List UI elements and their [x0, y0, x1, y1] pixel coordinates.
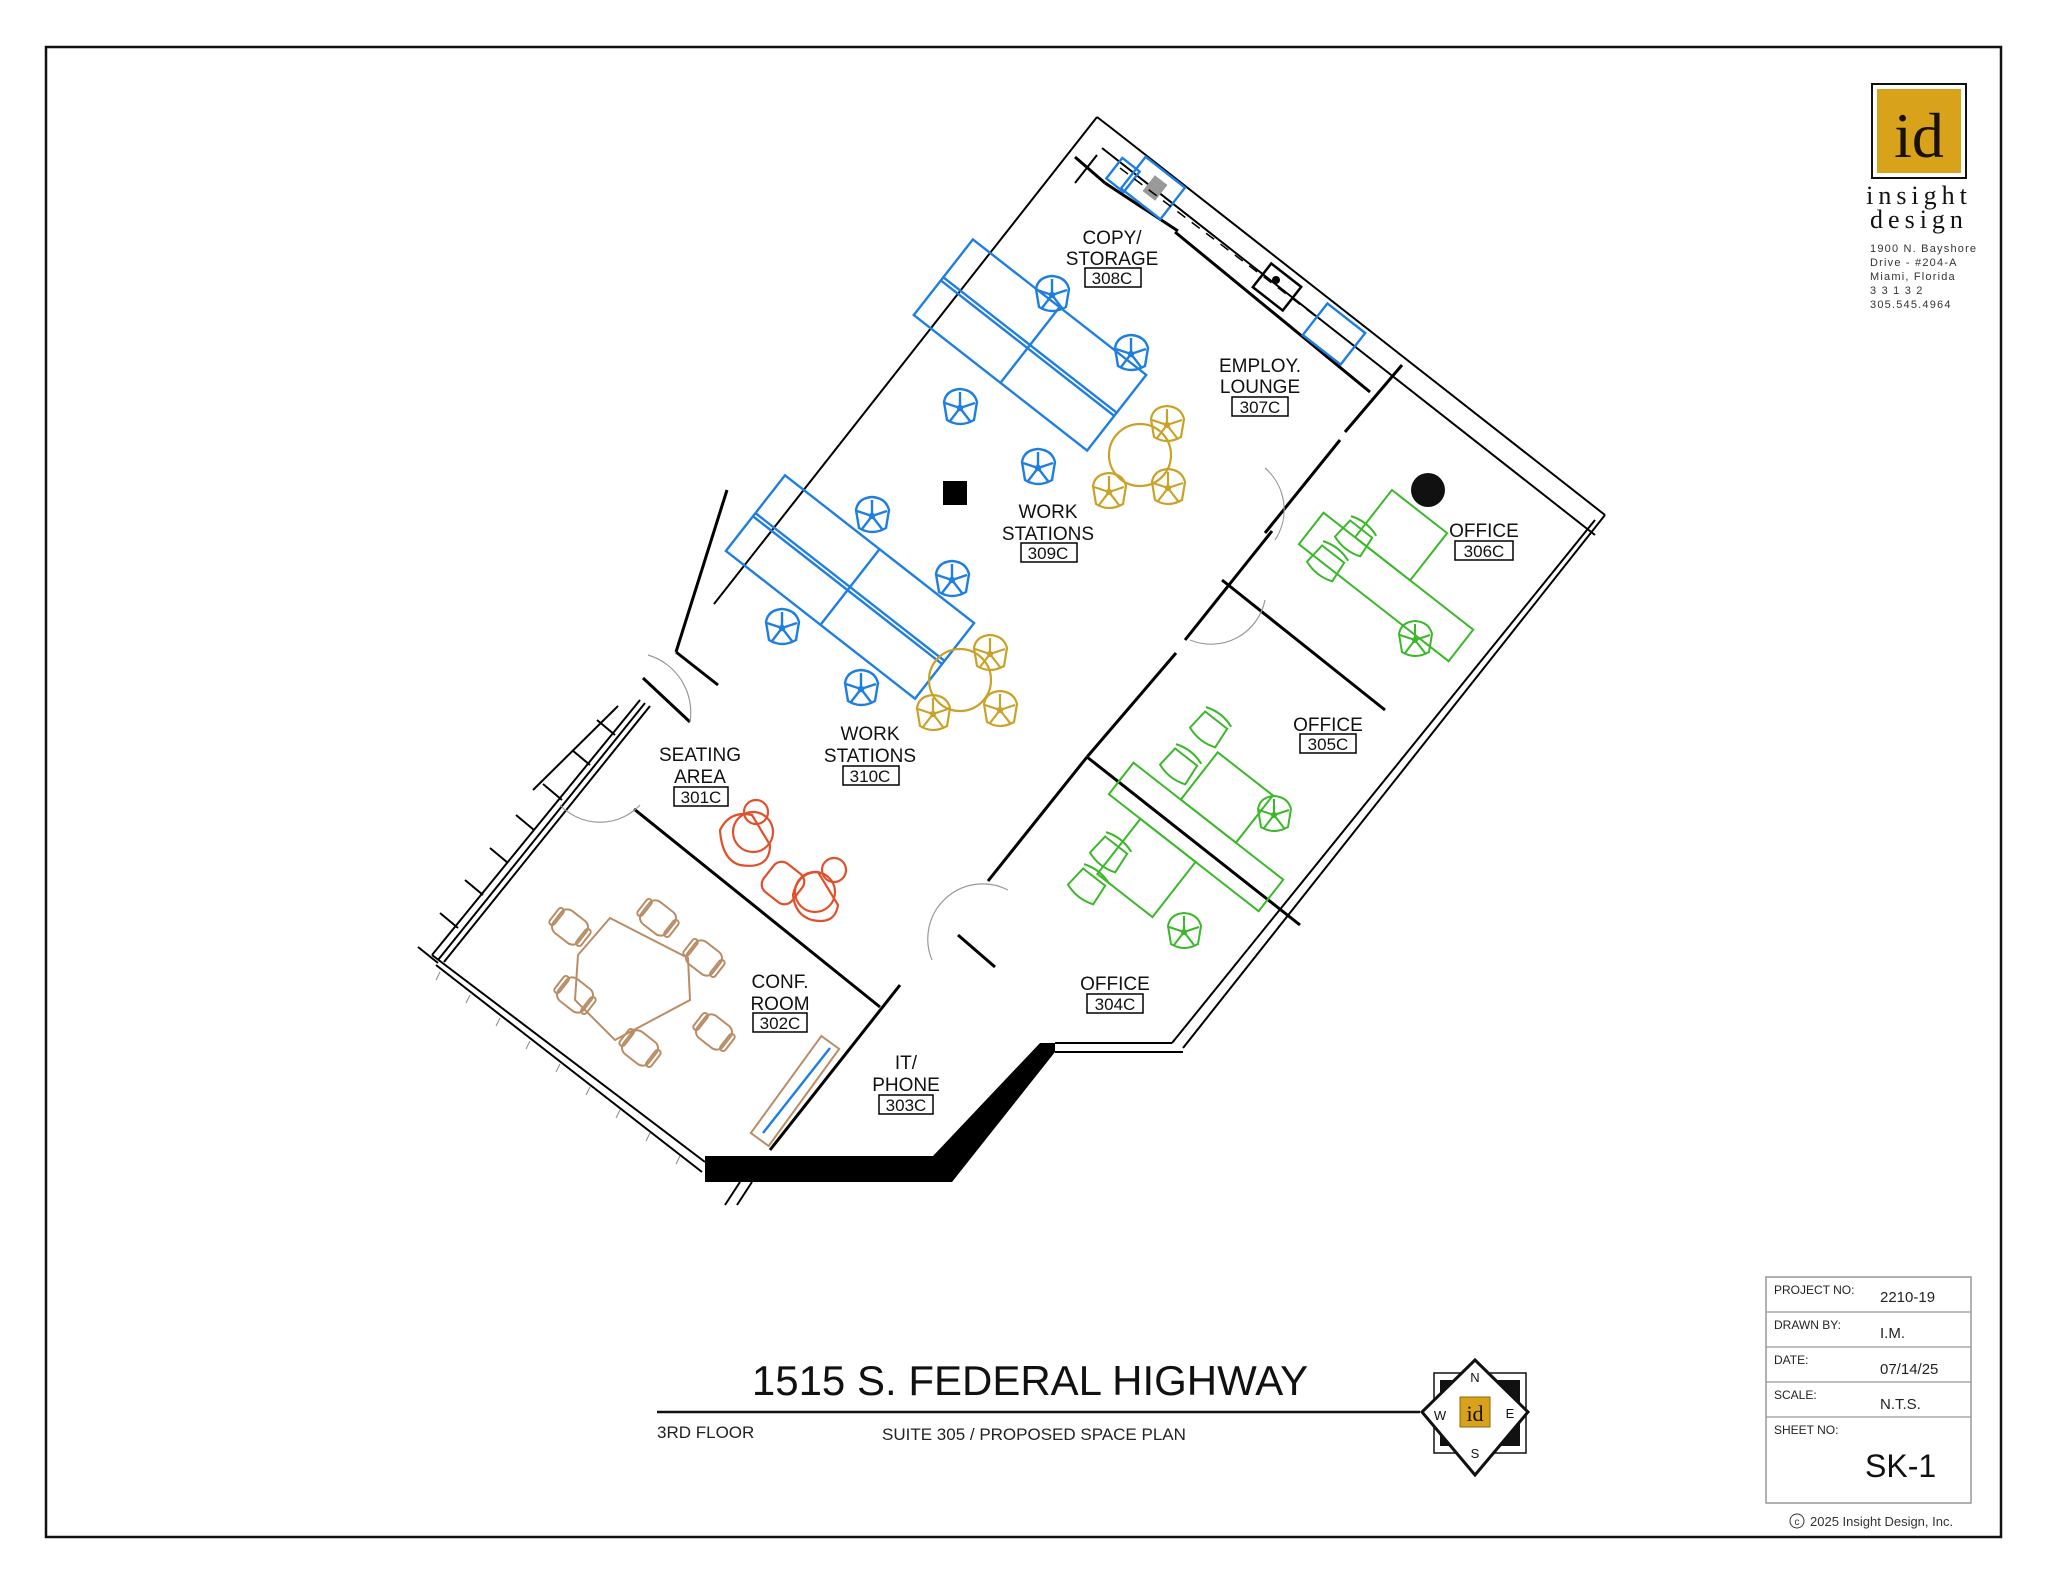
cafe-table — [915, 633, 1019, 732]
room-label-303c: IT/ PHONE 303C — [872, 1053, 940, 1115]
room-label-309c: WORK STATIONS 309C — [1002, 502, 1094, 563]
svg-text:308C: 308C — [1092, 269, 1133, 288]
refrigerator — [1301, 301, 1367, 367]
drawing-title: 1515 S. FEDERAL HIGHWAY 3RD FLOOR SUITE … — [657, 1357, 1420, 1444]
sheet-border — [44, 45, 2003, 1539]
title-block: PROJECT NO: 2210-19 DRAWN BY: I.M. DATE:… — [1765, 1276, 1972, 1504]
copier — [1104, 155, 1187, 221]
svg-text:IT/: IT/ — [895, 1053, 918, 1074]
svg-text:id: id — [1894, 100, 1944, 171]
svg-text:305.545.4964: 305.545.4964 — [1870, 299, 1952, 311]
drawn-by-value: I.M. — [1880, 1325, 1905, 1342]
svg-text:WORK: WORK — [840, 724, 899, 745]
svg-text:WORK: WORK — [1018, 502, 1077, 523]
svg-text:ROOM: ROOM — [750, 994, 809, 1015]
room-label-301c: SEATING AREA 301C — [659, 745, 741, 807]
copyright: c 2025 Insight Design, Inc. — [1789, 1513, 1953, 1529]
core-wall — [705, 1043, 1055, 1182]
svg-text:id: id — [1466, 1401, 1483, 1426]
svg-text:AREA: AREA — [674, 767, 726, 788]
credenza — [749, 1034, 841, 1148]
svg-text:design: design — [1870, 205, 1968, 234]
svg-text:306C: 306C — [1464, 542, 1505, 561]
conference-table — [544, 893, 740, 1073]
compass-w: W — [1434, 1408, 1447, 1423]
room-label-307c: EMPLOY. LOUNGE 307C — [1219, 356, 1301, 417]
sheet-no-value: SK-1 — [1865, 1448, 1936, 1484]
floor-plan: SEATING AREA 301C CONF. ROOM 302C IT/ PH… — [417, 116, 1606, 1206]
svg-text:305C: 305C — [1308, 735, 1349, 754]
svg-text:303C: 303C — [886, 1096, 927, 1115]
svg-text:insight: insight — [1866, 181, 1972, 210]
sheet-no-label: SHEET NO: — [1774, 1423, 1838, 1437]
svg-text:309C: 309C — [1028, 544, 1069, 563]
svg-text:c: c — [1795, 1517, 1800, 1528]
svg-text:STATIONS: STATIONS — [824, 746, 916, 767]
svg-text:302C: 302C — [760, 1014, 801, 1033]
room-label-310c: WORK STATIONS 310C — [824, 724, 916, 786]
workstations-310c — [724, 473, 976, 707]
svg-text:3 3 1 3 2: 3 3 1 3 2 — [1870, 285, 1924, 297]
scale-label: SCALE: — [1774, 1388, 1817, 1402]
svg-text:LOUNGE: LOUNGE — [1220, 377, 1300, 398]
compass-s: S — [1471, 1446, 1480, 1461]
svg-text:Drive - #204-A: Drive - #204-A — [1870, 257, 1958, 269]
svg-text:307C: 307C — [1240, 398, 1281, 417]
svg-text:EMPLOY.: EMPLOY. — [1219, 356, 1301, 377]
office-furniture — [1065, 488, 1475, 949]
project-no-value: 2210-19 — [1880, 1289, 1935, 1306]
lounge-table — [1091, 404, 1187, 510]
workstations-309c — [912, 237, 1150, 486]
room-label-304c: OFFICE 304C — [1080, 974, 1150, 1014]
svg-text:STORAGE: STORAGE — [1066, 249, 1159, 270]
compass-n: N — [1470, 1370, 1479, 1385]
svg-text:CONF.: CONF. — [752, 972, 809, 993]
project-title: 1515 S. FEDERAL HIGHWAY — [752, 1357, 1308, 1404]
floor-label: 3RD FLOOR — [657, 1423, 754, 1442]
lounge-seating — [718, 798, 848, 923]
svg-text:PHONE: PHONE — [872, 1075, 940, 1096]
svg-text:304C: 304C — [1095, 995, 1136, 1014]
round-column — [1411, 473, 1445, 507]
room-label-302c: CONF. ROOM 302C — [750, 972, 809, 1033]
drawn-by-label: DRAWN BY: — [1774, 1318, 1841, 1332]
sheet-subtitle: SUITE 305 / PROPOSED SPACE PLAN — [882, 1425, 1186, 1444]
project-no-label: PROJECT NO: — [1774, 1283, 1854, 1297]
compass-e: E — [1506, 1406, 1515, 1421]
svg-text:310C: 310C — [850, 767, 891, 786]
sink — [1251, 261, 1303, 313]
date-label: DATE: — [1774, 1353, 1808, 1367]
firm-address: 1900 N. Bayshore Drive - #204-A Miami, F… — [1870, 243, 1977, 311]
svg-text:OFFICE: OFFICE — [1080, 974, 1150, 995]
svg-text:STATIONS: STATIONS — [1002, 524, 1094, 545]
svg-text:OFFICE: OFFICE — [1449, 521, 1519, 542]
svg-text:1900 N. Bayshore: 1900 N. Bayshore — [1870, 243, 1977, 255]
date-value: 07/14/25 — [1880, 1361, 1938, 1378]
north-arrow: id N S E W — [1419, 1357, 1531, 1478]
firm-logo: id insight design — [1866, 83, 1972, 234]
svg-text:SEATING: SEATING — [659, 745, 741, 766]
column — [943, 481, 967, 505]
room-label-305c: OFFICE 305C — [1293, 715, 1363, 754]
room-label-308c: COPY/ STORAGE 308C — [1066, 228, 1159, 288]
scale-value: N.T.S. — [1880, 1396, 1921, 1413]
svg-text:COPY/: COPY/ — [1082, 228, 1142, 249]
room-label-306c: OFFICE 306C — [1449, 521, 1519, 561]
svg-text:2025 Insight Design, Inc.: 2025 Insight Design, Inc. — [1810, 1514, 1953, 1529]
svg-text:301C: 301C — [681, 788, 722, 807]
svg-text:OFFICE: OFFICE — [1293, 715, 1363, 736]
svg-text:Miami, Florida: Miami, Florida — [1870, 271, 1956, 283]
